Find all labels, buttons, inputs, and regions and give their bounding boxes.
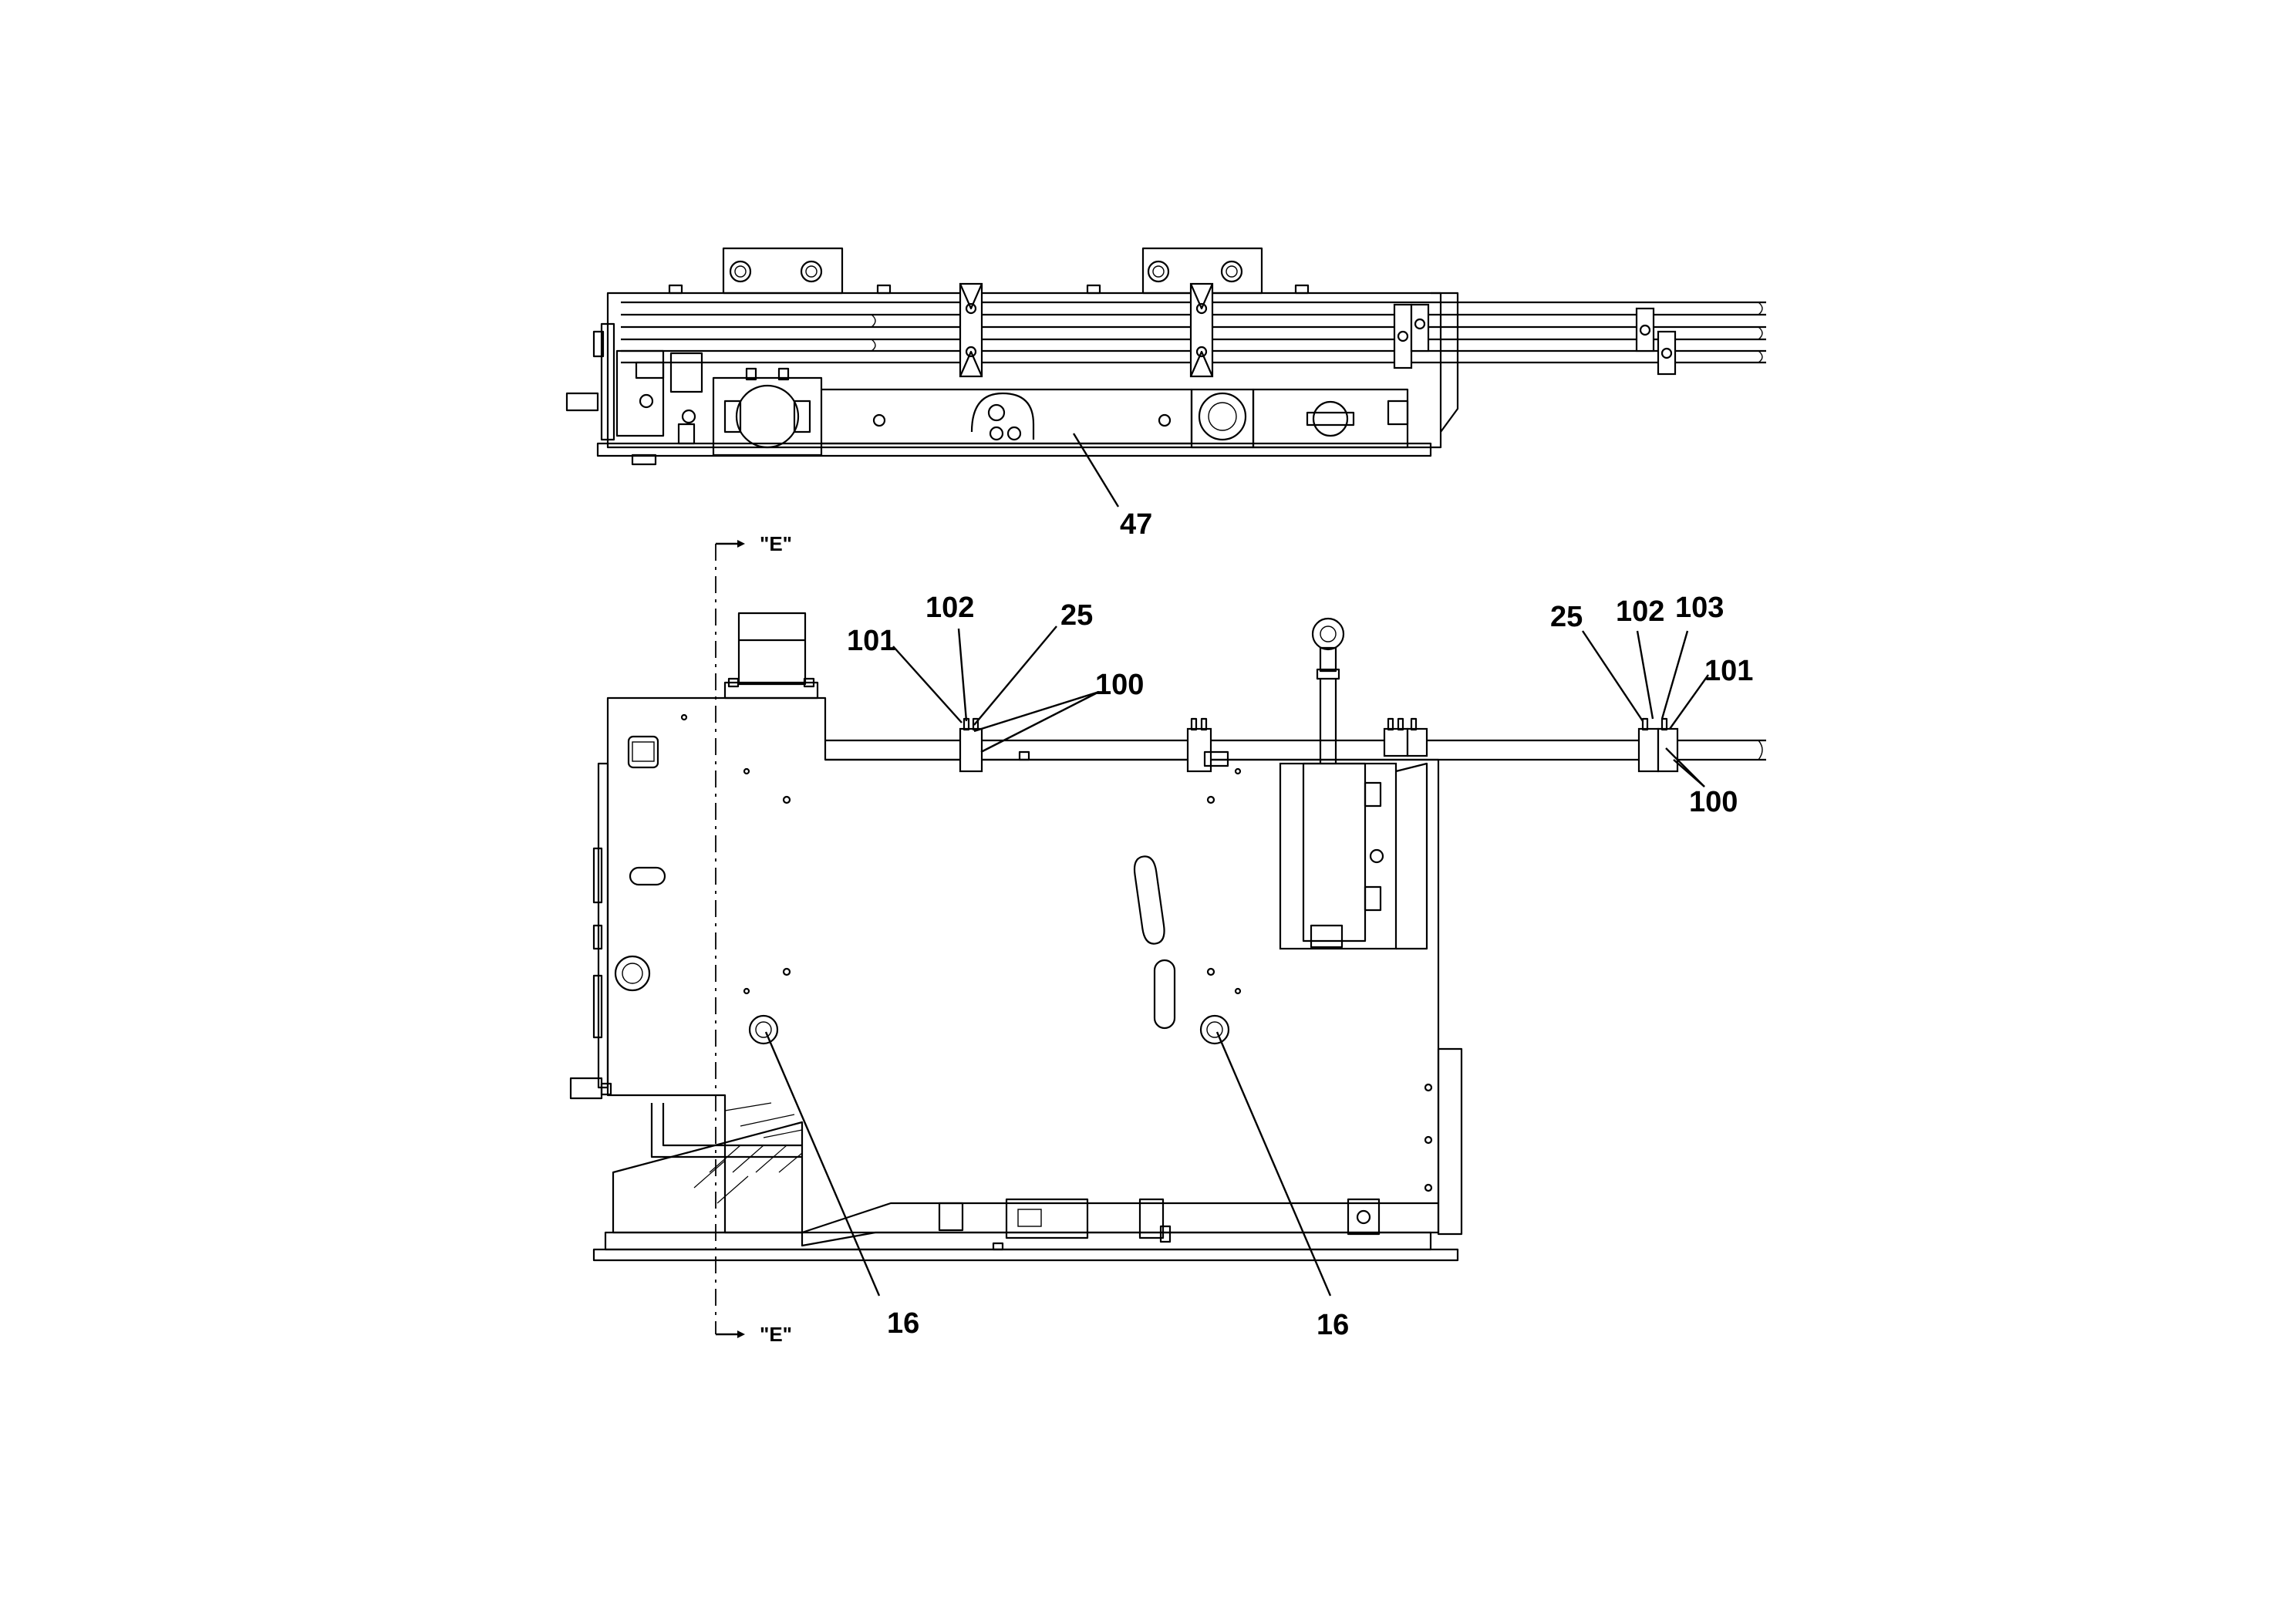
callout-100-left: 100	[1095, 669, 1144, 701]
callout-47: 47	[1120, 508, 1152, 541]
callout-102-left: 102	[925, 592, 974, 624]
callout-16-left: 16	[887, 1307, 919, 1340]
callout-103-right: 103	[1675, 592, 1724, 624]
callout-102-right: 102	[1616, 595, 1664, 628]
leader-lines	[764, 433, 1709, 1297]
callout-25-right: 25	[1550, 601, 1583, 633]
section-label-bottom: "E"	[760, 1323, 792, 1346]
side-view-assembly	[569, 612, 1766, 1262]
top-view-assembly	[565, 247, 1766, 466]
section-line-e: "E" "E"	[715, 532, 792, 1346]
callout-101-left: 101	[847, 625, 895, 657]
callout-numbers: 47 101 102 25 100 25 102 103 101 100 16 …	[847, 508, 1753, 1341]
callout-100-right: 100	[1689, 786, 1738, 818]
callout-101-right: 101	[1704, 655, 1753, 687]
callout-16-right: 16	[1317, 1309, 1349, 1341]
callout-25-left: 25	[1060, 599, 1093, 632]
section-label-top: "E"	[760, 532, 792, 555]
